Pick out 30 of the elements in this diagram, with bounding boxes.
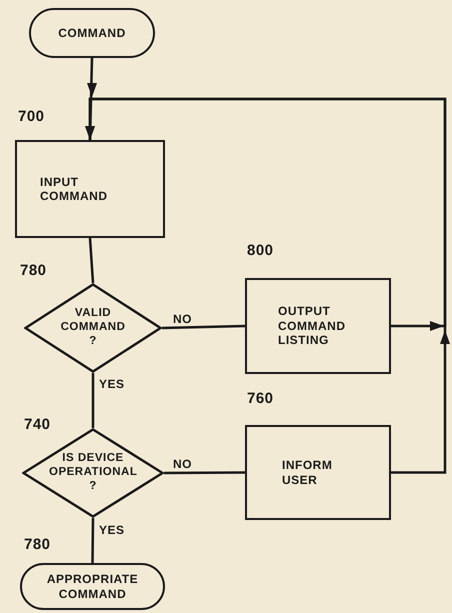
edge-label: YES	[98, 523, 126, 537]
connector-line	[164, 471, 245, 474]
step-number: 760	[247, 390, 274, 407]
node-label: IS DEVICE OPERATIONAL ?	[49, 452, 137, 494]
node-label: COMMAND	[57, 26, 127, 40]
node-label: OUTPUT COMMAND LISTING	[278, 304, 346, 348]
step-number: 740	[24, 416, 51, 433]
end-terminal	[20, 563, 165, 610]
step-number: 700	[18, 108, 45, 125]
start-terminal	[29, 8, 155, 58]
process-box	[245, 278, 391, 374]
edge-label: YES	[98, 377, 126, 391]
edge-label: NO	[172, 312, 193, 326]
step-number: 780	[24, 536, 51, 553]
decision-diamond	[24, 283, 162, 373]
connector-line	[88, 238, 94, 284]
connector-line	[91, 518, 94, 564]
connector-line	[92, 373, 94, 428]
connector-line	[162, 324, 246, 330]
edge-label: NO	[172, 457, 193, 471]
step-number: 800	[247, 242, 274, 259]
process-box	[245, 425, 391, 520]
node-label: INFORM USER	[282, 458, 334, 487]
node-label: APPROPRIATE COMMAND	[46, 572, 140, 601]
step-number: 780	[20, 262, 47, 279]
decision-diamond	[22, 428, 164, 518]
arrow	[85, 98, 450, 474]
node-label: INPUT COMMAND	[40, 174, 108, 204]
process-box	[15, 140, 165, 238]
node-label: VALID COMMAND ?	[60, 307, 126, 349]
